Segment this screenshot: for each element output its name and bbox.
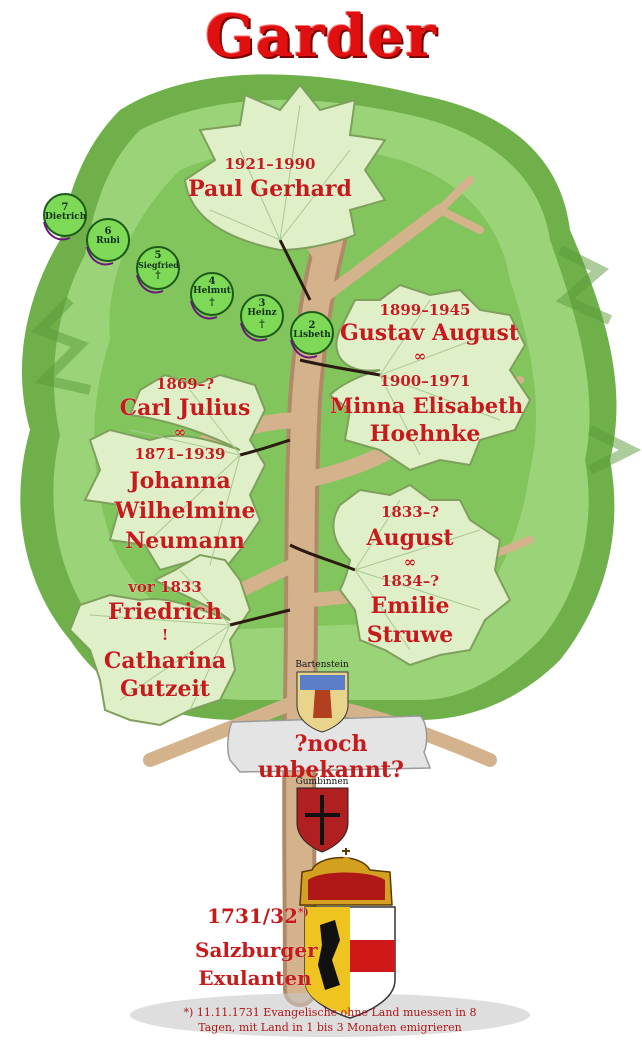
salzburg-coat-of-arms: [299, 848, 396, 1019]
deceased-dagger: †: [155, 269, 161, 281]
gen3-husband-name: Carl Julius: [119, 395, 251, 421]
child-number: 7: [61, 202, 69, 213]
gen3-wife-name-3: Neumann: [125, 528, 245, 554]
footnote-line-1: *) 11.11.1731 Evangelische ohne Land mue…: [183, 1006, 477, 1019]
child-name: Heinz: [247, 308, 277, 318]
child-name: Dietrich: [45, 212, 87, 222]
gen1-name: Paul Gerhard: [188, 176, 352, 202]
gen4-wife-last-name: Struwe: [366, 622, 454, 648]
banner-scroll: [227, 715, 432, 773]
child-name: Siegfried: [138, 260, 179, 270]
gen5-wife-first-name: Catharina: [103, 648, 227, 674]
leaf-gen3: [83, 373, 267, 577]
gen5-husband-years: vor 1833: [128, 578, 202, 596]
gen3-wife-name-1: Johanna: [129, 468, 231, 494]
gen4-husband-name: August: [366, 525, 454, 551]
gen3-wife-name-2: Wilhelmine: [114, 498, 256, 524]
footnote-line-2: Tagen, mit Land in 1 bis 3 Monaten emigr…: [198, 1020, 462, 1034]
gen2-wife-first-name: Minna Elisabeth: [330, 393, 524, 418]
child-badge-2: 2 Lisbeth: [292, 320, 332, 341]
gen2-husband-years: 1899–1945: [379, 301, 471, 319]
crest-gumbinnen: [296, 787, 349, 853]
footnote-mark: *): [297, 905, 309, 919]
gen1-years: 1921–1990: [224, 155, 316, 173]
child-number: 3: [258, 298, 266, 309]
gen3-marriage-symbol: ∞: [173, 423, 187, 441]
family-name-title: Garder: [205, 2, 437, 70]
child-number: 5: [154, 250, 162, 261]
child-badge-4: 4 Helmut †: [192, 276, 232, 308]
gen4-wife-years: 1834–?: [380, 572, 440, 590]
gen4-wife-first-name: Emilie: [370, 593, 450, 619]
gen2-husband-name: Gustav August: [340, 320, 520, 346]
gen2-wife-years: 1900–1971: [379, 372, 471, 390]
footnote: *) 11.11.1731 Evangelische ohne Land mue…: [150, 1006, 510, 1036]
child-name: Helmut: [193, 286, 231, 296]
crest-label-gumbinnen: Gumbinnen: [295, 777, 349, 787]
children-badges: [43, 193, 334, 359]
gen3-wife-years: 1871–1939: [134, 445, 226, 463]
child-badge-3: 3 Heinz †: [242, 298, 282, 330]
leaf-veins: [89, 104, 501, 711]
child-badge-5: 5 Siegfried †: [138, 250, 179, 281]
child-number: 6: [104, 226, 112, 237]
child-badge-7: 7 Dietrich: [45, 202, 87, 223]
gen2-wife-last-name: Hoehnke: [369, 421, 481, 447]
leaf-gen4: [332, 483, 512, 667]
origin-years-value: 1731/32: [207, 904, 298, 928]
leaf-stems: [229, 239, 381, 627]
origin-line-1: Salzburger: [195, 938, 318, 962]
child-name: Rubi: [96, 236, 120, 246]
deceased-dagger: †: [209, 296, 215, 308]
gen4-marriage-symbol: ∞: [403, 553, 417, 571]
leaf-gen1: [183, 83, 387, 252]
child-name: Lisbeth: [293, 330, 331, 340]
gen2-marriage-symbol: ∞: [413, 347, 427, 365]
crest-bartenstein: [296, 671, 349, 733]
gen5-husband-name: Friedrich: [108, 599, 222, 625]
gen3-husband-years: 1869–?: [155, 375, 215, 393]
deceased-dagger: †: [259, 318, 265, 330]
child-badge-6: 6 Rubi: [88, 226, 128, 247]
gen5-wife-last-name: Gutzeit: [120, 676, 210, 702]
origin-years: 1731/32*): [198, 906, 318, 927]
crest-label-bartenstein: Bartenstein: [295, 660, 349, 670]
origin-line-2: Exulanten: [198, 966, 312, 990]
ground: [130, 993, 530, 1037]
leaves: [68, 83, 532, 727]
child-number: 2: [308, 320, 316, 331]
unknown-banner-text: ?noch unbekannt?: [258, 731, 404, 783]
leaf-gen2: [328, 283, 532, 472]
child-number: 4: [208, 276, 216, 287]
gen5-marriage-symbol: !: [161, 626, 169, 644]
gen4-husband-years: 1833–?: [380, 503, 440, 521]
